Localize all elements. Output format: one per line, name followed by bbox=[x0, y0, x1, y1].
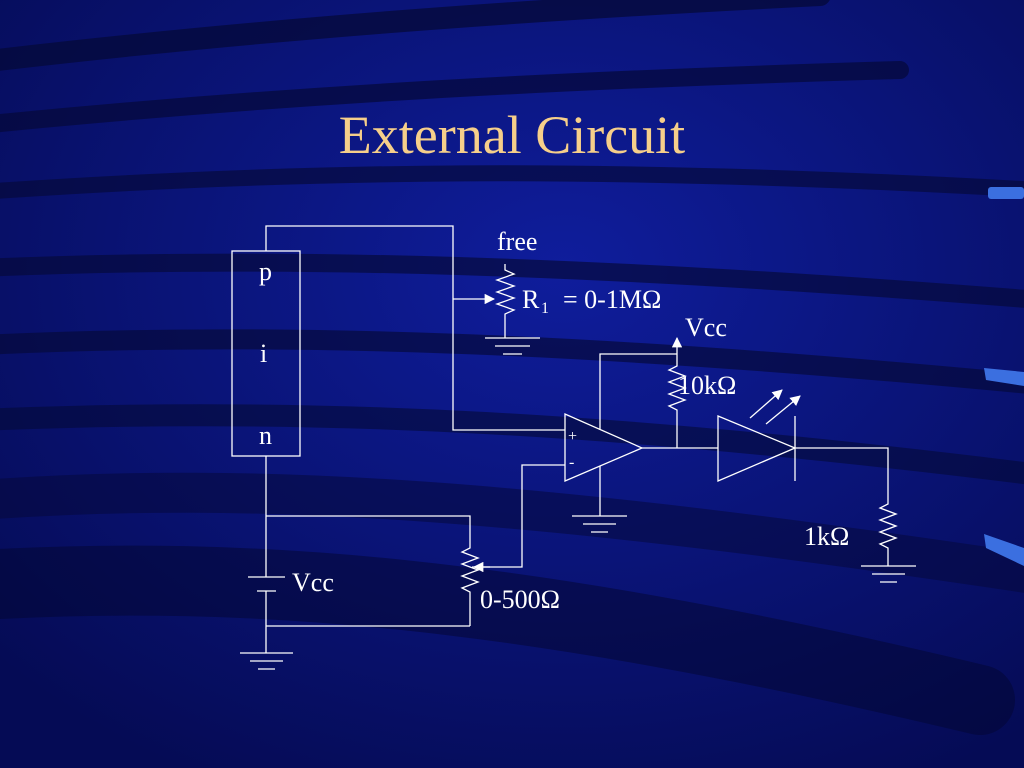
r1-value: = 0-1MΩ bbox=[563, 285, 661, 314]
led-emission-arrow-2 bbox=[765, 395, 801, 425]
led-emission-arrow-1 bbox=[749, 389, 783, 419]
resistor-1k bbox=[878, 498, 898, 566]
pot-500-label: 0-500Ω bbox=[480, 585, 560, 614]
r1-subscript: 1 bbox=[541, 300, 549, 317]
edge-accents bbox=[984, 187, 1024, 566]
led-to-1k-wire bbox=[795, 447, 889, 498]
resistor-10k bbox=[667, 354, 687, 448]
pot-500-resistor bbox=[460, 542, 480, 626]
opamp-plus-label: + bbox=[568, 428, 577, 445]
opamp-icon bbox=[564, 413, 644, 482]
led-icon bbox=[717, 415, 797, 482]
r1-symbol: R bbox=[522, 285, 540, 314]
pot-wiper-wire bbox=[472, 464, 565, 568]
battery-ground-icon bbox=[240, 652, 293, 670]
pin-layer-p: p bbox=[259, 257, 272, 286]
background-swooshes bbox=[0, 0, 1024, 735]
battery-icon bbox=[248, 576, 285, 592]
pin-layer-n: n bbox=[259, 421, 272, 450]
opamp-minus-label: - bbox=[569, 454, 574, 471]
r1-resistor bbox=[495, 264, 516, 322]
battery-vcc-label: Vcc bbox=[292, 568, 334, 597]
pin-to-r1-wire bbox=[265, 225, 565, 431]
free-label: free bbox=[497, 227, 537, 256]
opamp-supply-wire bbox=[599, 353, 677, 430]
opamp-ground-icon bbox=[572, 515, 627, 533]
slide-title: External Circuit bbox=[338, 105, 686, 165]
pin-layer-i: i bbox=[260, 339, 267, 368]
pot-loop-top-wire bbox=[266, 515, 471, 542]
resistor-1k-label: 1kΩ bbox=[804, 522, 849, 551]
1k-ground-icon bbox=[861, 565, 916, 583]
vcc-top-label: Vcc bbox=[685, 313, 727, 342]
r1-ground-icon bbox=[485, 337, 540, 355]
resistor-10k-label: 10kΩ bbox=[678, 371, 736, 400]
